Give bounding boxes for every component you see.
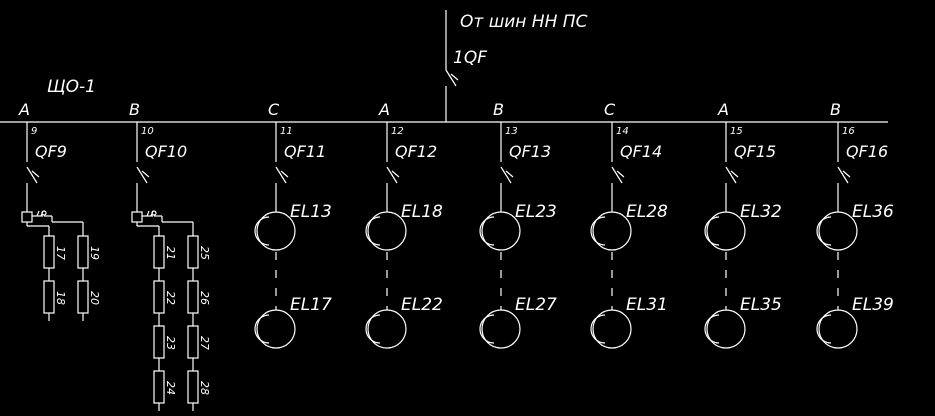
feeder-number: 11 [280, 126, 293, 137]
phase-label: B [830, 100, 841, 119]
lamp-symbol [704, 309, 746, 349]
lamp-label: EL18 [401, 202, 443, 222]
resistor: 23 [153, 325, 177, 359]
resistor-label: 27 [198, 336, 211, 350]
breaker-symbol [275, 166, 289, 184]
resistor-label: 21 [164, 246, 177, 260]
lamp-label: EL28 [626, 202, 668, 222]
feeder-number: 13 [505, 126, 518, 137]
resistor-label: 19 [88, 246, 101, 260]
resistor: 20 [77, 280, 101, 314]
lamp-label: EL36 [852, 202, 894, 222]
resistor: 17 [43, 235, 67, 269]
resistor-label: 26 [198, 291, 211, 305]
resistor: 21 [153, 235, 177, 269]
lamp-label: EL39 [852, 295, 894, 315]
lamp-symbol [479, 211, 521, 251]
lamp-symbol [590, 309, 632, 349]
breaker-symbol [611, 166, 625, 184]
resistor-label: 24 [164, 381, 177, 395]
lamp-symbol [590, 211, 632, 251]
resistor-label: 20 [88, 291, 101, 305]
breaker-label: QF11 [284, 142, 326, 161]
lamp-symbol [704, 211, 746, 251]
feeder-number: 16 [842, 126, 855, 137]
resistor: 18 [43, 280, 67, 314]
feeders-group: A9QF917181920B10QF102122232425262728C11Q… [18, 100, 894, 411]
lamp-label: EL17 [290, 295, 332, 315]
lamp-label: EL31 [626, 295, 668, 315]
resistor: 22 [153, 280, 177, 314]
breaker-symbol [725, 166, 739, 184]
breaker-label: QF15 [734, 142, 776, 161]
phase-label: B [493, 100, 504, 119]
phase-label: C [604, 100, 616, 119]
lamp-label: EL27 [515, 295, 557, 315]
resistor: 19 [77, 235, 101, 269]
lamp-symbol [365, 211, 407, 251]
phase-label: B [129, 100, 140, 119]
socket-symbol [21, 210, 52, 223]
resistor: 24 [153, 370, 177, 404]
main-breaker-symbol [445, 69, 459, 122]
main-breaker-label: 1QF [453, 48, 487, 68]
socket-symbol [131, 210, 162, 223]
phase-label: A [378, 100, 390, 119]
lamp-label: EL23 [515, 202, 557, 222]
lamp-symbol [365, 309, 407, 349]
feeder-number: 12 [391, 126, 404, 137]
breaker-label: QF9 [35, 142, 67, 161]
resistor-label: 23 [164, 336, 177, 350]
supply-title: От шин НН ПС [460, 12, 588, 32]
breaker-label: QF14 [620, 142, 662, 161]
resistor-label: 18 [54, 291, 67, 305]
breaker-label: QF10 [145, 142, 187, 161]
breaker-label: QF12 [395, 142, 437, 161]
phase-label: C [268, 100, 280, 119]
resistor-label: 28 [198, 381, 211, 395]
breaker-symbol [26, 166, 40, 184]
breaker-label: QF13 [509, 142, 551, 161]
phase-label: A [18, 100, 30, 119]
breaker-symbol [837, 166, 851, 184]
breaker-symbol [386, 166, 400, 184]
lamp-symbol [254, 211, 296, 251]
feeder-number: 14 [616, 126, 629, 137]
lamp-label: EL13 [290, 202, 332, 222]
lamp-symbol [479, 309, 521, 349]
lamp-symbol [816, 309, 858, 349]
resistor-label: 22 [164, 291, 177, 305]
lamp-label: EL22 [401, 295, 443, 315]
lamp-symbol [816, 211, 858, 251]
resistor-label: 25 [198, 246, 211, 260]
feeder-number: 10 [141, 126, 154, 137]
phase-label: A [717, 100, 729, 119]
resistor: 25 [187, 235, 211, 269]
feeder-number: 15 [730, 126, 743, 137]
feeder-number: 9 [31, 126, 37, 137]
resistor: 26 [187, 280, 211, 314]
resistor: 28 [187, 370, 211, 404]
breaker-label: QF16 [846, 142, 888, 161]
panel-label: ЩО-1 [47, 77, 96, 97]
lamp-label: EL32 [740, 202, 782, 222]
lamp-symbol [254, 309, 296, 349]
resistor: 27 [187, 325, 211, 359]
breaker-symbol [500, 166, 514, 184]
breaker-symbol [136, 166, 150, 184]
resistor-label: 17 [54, 246, 67, 260]
lamp-label: EL35 [740, 295, 782, 315]
